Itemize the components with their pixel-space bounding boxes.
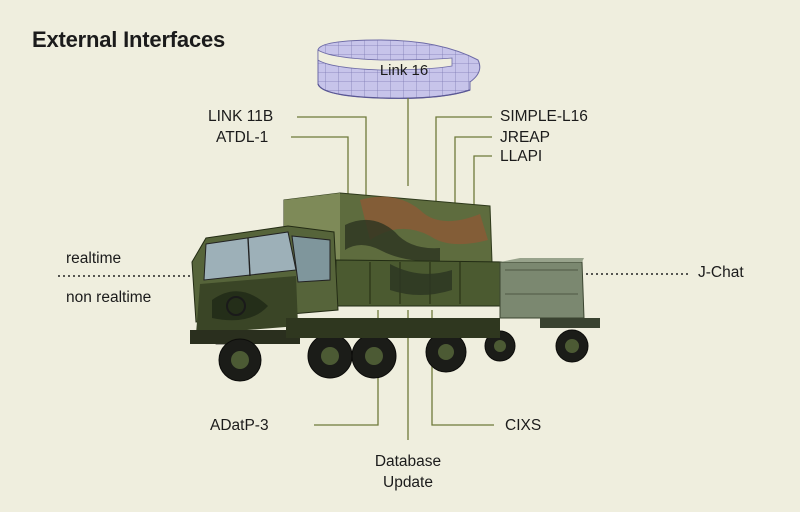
- atdl1-connector: [291, 136, 349, 196]
- atdl1-label: ATDL-1: [216, 129, 269, 146]
- adatp3-label: ADatP-3: [210, 417, 269, 434]
- link11b-label: LINK 11B: [208, 108, 274, 125]
- jreap-connector: [454, 136, 492, 205]
- llapi-connector: [473, 155, 492, 208]
- cixs-label: CIXS: [505, 417, 542, 434]
- llapi-label: LLAPI: [500, 148, 543, 165]
- simple-l16-label: SIMPLE-L16: [500, 108, 588, 125]
- update-label: Update: [383, 474, 433, 491]
- jreap-label: JREAP: [500, 129, 550, 146]
- link11b-connector: [297, 116, 367, 200]
- diagram-title: External Interfaces: [32, 27, 226, 52]
- simple-l16-connector: [435, 116, 492, 202]
- link16-label: Link 16: [379, 62, 429, 79]
- non-realtime-label: non realtime: [66, 289, 152, 306]
- realtime-label: realtime: [66, 250, 122, 267]
- j-chat-label: J-Chat: [698, 264, 744, 281]
- database-label: Database: [374, 453, 442, 470]
- truck-illustration: [190, 192, 600, 382]
- link16-ring-graphic: [317, 39, 481, 99]
